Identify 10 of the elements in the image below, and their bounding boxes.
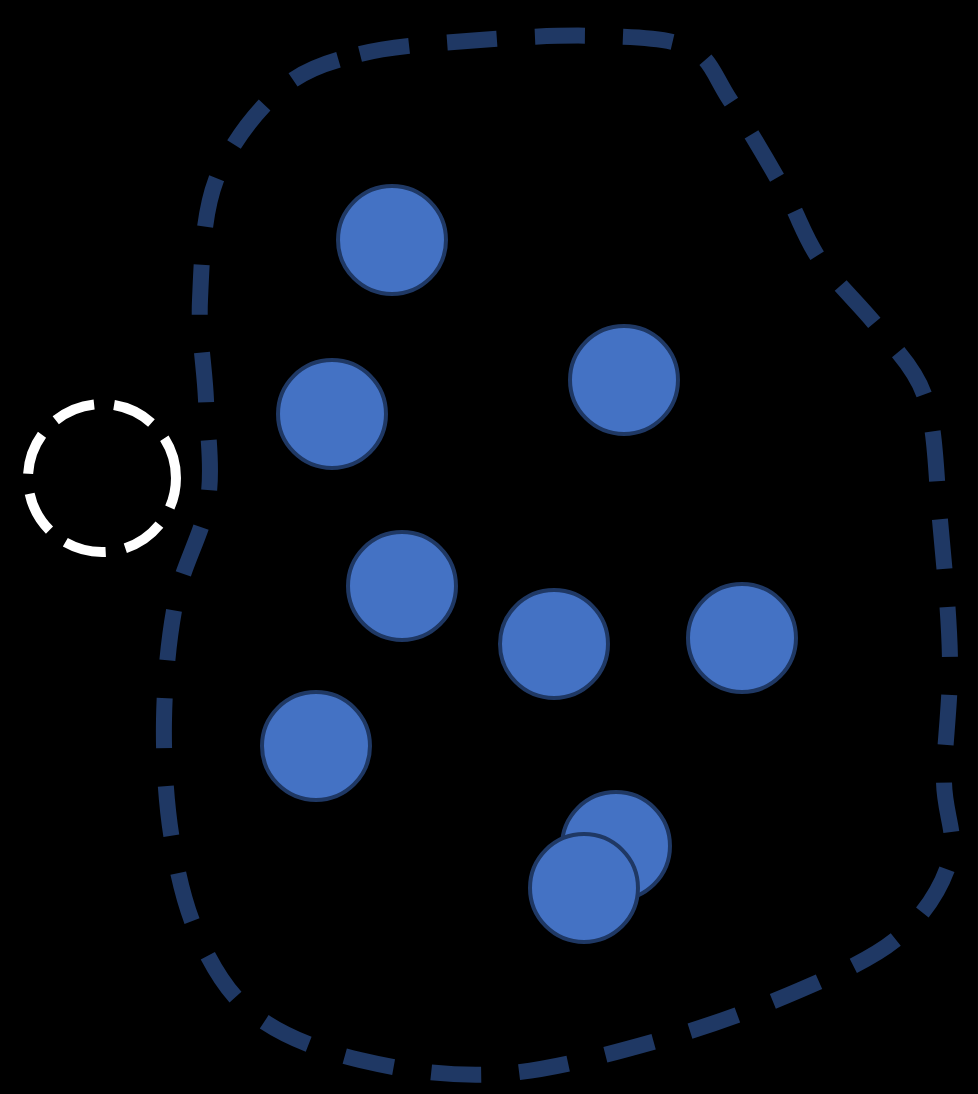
circle	[528, 832, 640, 944]
circle	[276, 358, 388, 470]
circle	[686, 582, 798, 694]
circle	[346, 530, 458, 642]
circle	[260, 690, 372, 802]
circle	[568, 324, 680, 436]
dashed-boundary	[155, 27, 961, 1083]
circle	[498, 588, 610, 700]
dashed-circle	[23, 399, 181, 557]
circle	[336, 184, 448, 296]
